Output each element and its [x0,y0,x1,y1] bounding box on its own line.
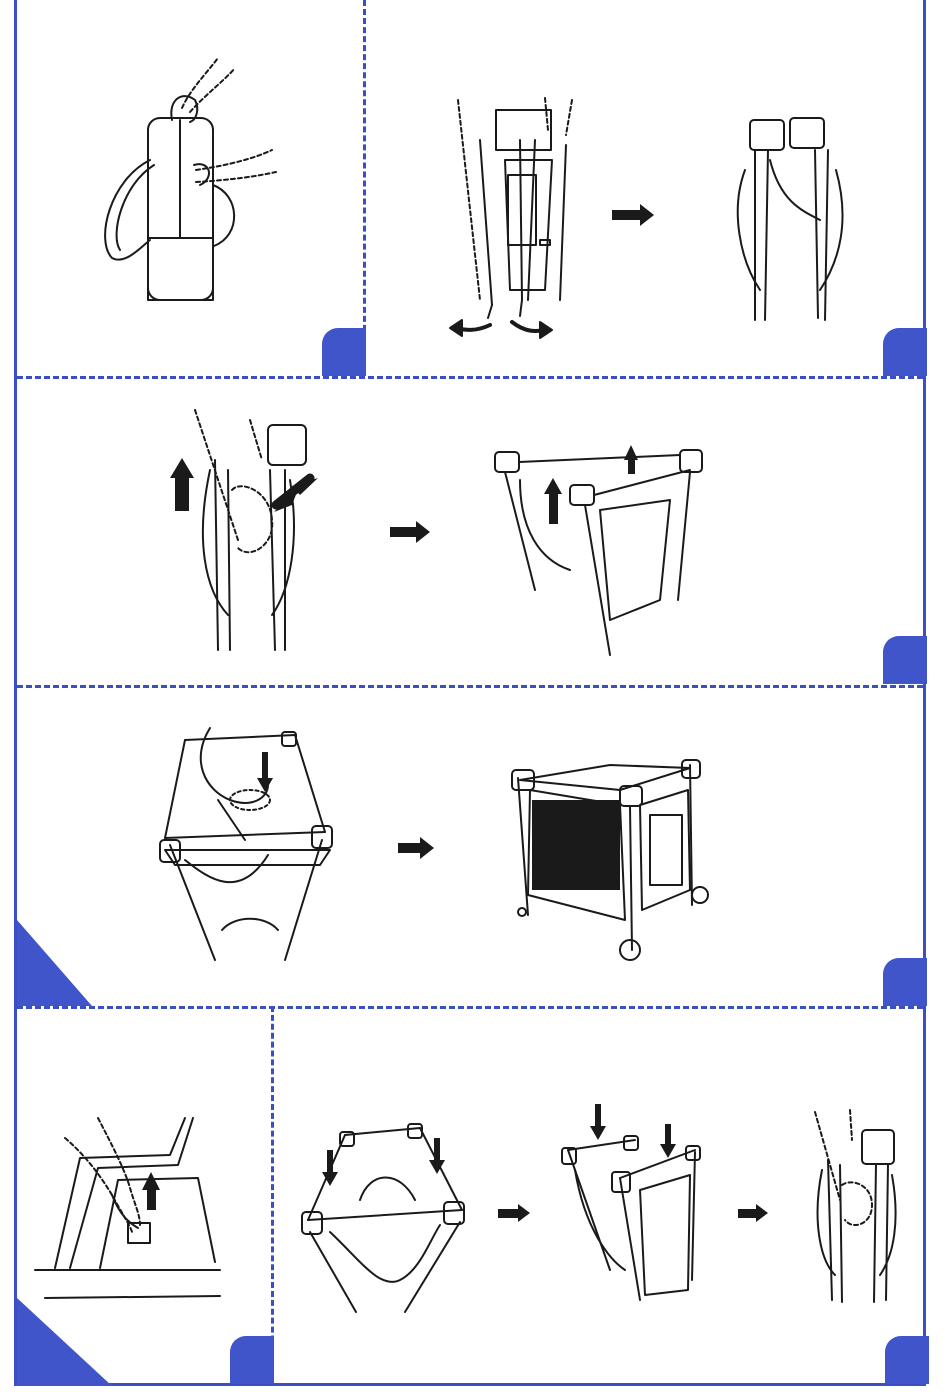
lift-rails-icon [170,410,702,655]
unfold-frame-icon [450,98,843,338]
press-floor-icon [160,728,708,960]
release-button-icon [35,1118,220,1298]
hand-lifting-bag-icon [105,58,276,300]
fold-frame-icon [302,1104,896,1312]
